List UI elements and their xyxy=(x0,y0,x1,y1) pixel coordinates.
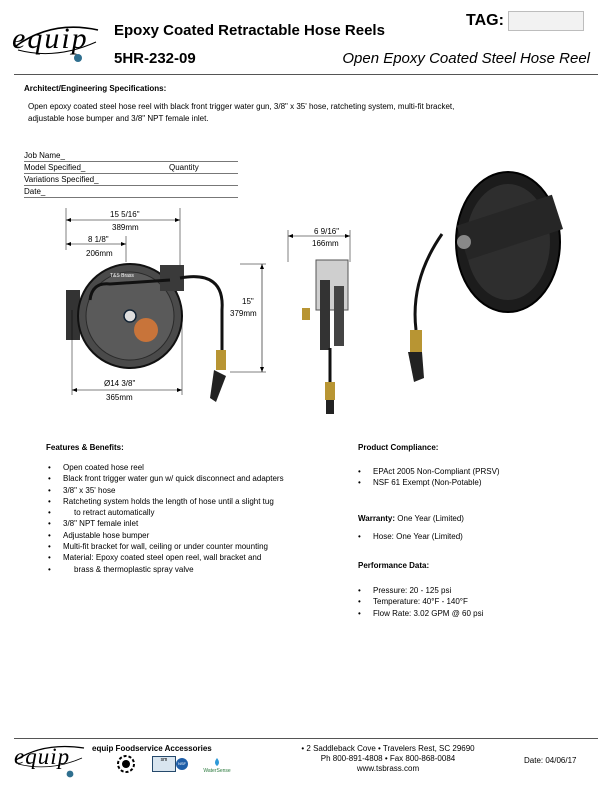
date-field[interactable]: Date_ xyxy=(24,186,238,198)
list-item: NSF 61 Exempt (Non-Potable) xyxy=(358,477,588,489)
footer-address: • 2 Saddleback Cove • Travelers Rest, SC… xyxy=(288,744,488,774)
warranty-list: Hose: One Year (Limited) xyxy=(358,531,588,543)
features-list: Open coated hose reel Black front trigge… xyxy=(48,462,348,575)
variations-field[interactable]: Variations Specified_ xyxy=(24,174,238,186)
tag-field[interactable] xyxy=(508,11,584,31)
list-item: Material: Epoxy coated steel open reel, … xyxy=(48,552,348,564)
ul-gear-icon xyxy=(117,755,135,773)
quantity-label: Quantity xyxy=(169,163,199,172)
footer-divider xyxy=(14,738,598,739)
warranty-value: One Year (Limited) xyxy=(395,514,464,523)
list-item: Flow Rate: 3.02 GPM @ 60 psi xyxy=(358,608,588,620)
list-item-continuation: brass & thermoplastic spray valve xyxy=(48,564,348,576)
height-mm-label: 379mm xyxy=(230,309,257,318)
diameter-mm-label: 365mm xyxy=(106,393,133,402)
footer-logo-swoosh-icon xyxy=(15,745,85,778)
spec-line: Open epoxy coated steel hose reel with b… xyxy=(28,102,455,111)
spec-body: Open epoxy coated steel hose reel with b… xyxy=(28,101,528,125)
offset-mm-label: 206mm xyxy=(86,249,113,258)
width-in-label: 15 5/16" xyxy=(110,210,140,219)
depth-mm-label: 166mm xyxy=(312,239,339,248)
equip-logo: equip xyxy=(12,16,100,64)
job-name-label: Job Name_ xyxy=(24,151,65,160)
depth-in-label: 6 9/16" xyxy=(314,227,339,236)
page-title: Epoxy Coated Retractable Hose Reels xyxy=(114,22,385,39)
list-item: 3/8" NPT female inlet xyxy=(48,518,348,530)
performance-heading: Performance Data: xyxy=(358,561,430,570)
list-item-continuation: to retract automatically xyxy=(48,507,348,519)
offset-in-label: 8 1/8" xyxy=(88,235,109,244)
watersense-badge: WaterSense xyxy=(202,758,232,774)
variations-label: Variations Specified_ xyxy=(24,175,99,184)
list-item-text: to retract automatically xyxy=(74,508,155,518)
list-item: Multi-fit bracket for wall, ceiling or u… xyxy=(48,541,348,553)
model-number: 5HR-232-09 xyxy=(114,50,196,67)
width-mm-label: 389mm xyxy=(112,223,139,232)
footer-logo: equip xyxy=(14,738,85,782)
list-item: 3/8" x 35' hose xyxy=(48,485,348,497)
spec-heading: Architect/Engineering Specifications: xyxy=(24,84,167,93)
front-view: 15 5/16" 389mm 8 1/8" 206mm T&S Brass 15… xyxy=(65,208,266,402)
product-subtitle: Open Epoxy Coated Steel Hose Reel xyxy=(342,50,590,67)
performance-list: Pressure: 20 - 125 psi Temperature: 40°F… xyxy=(358,585,588,619)
list-item: Open coated hose reel xyxy=(48,462,348,474)
compliance-heading: Product Compliance: xyxy=(358,443,439,452)
diameter-in-label: Ø14 3/8" xyxy=(104,379,135,388)
phone-line: Ph 800-891-4808 • Fax 800-868-0084 xyxy=(320,754,456,763)
spec-line: adjustable hose bumper and 3/8" NPT fema… xyxy=(28,114,209,123)
reel-brand-label: T&S Brass xyxy=(110,273,134,279)
list-item: Black front trigger water gun w/ quick d… xyxy=(48,473,348,485)
footer-logo-text: equip xyxy=(14,744,71,769)
list-item-text: brass & thermoplastic spray valve xyxy=(74,564,194,574)
list-item: Adjustable hose bumper xyxy=(48,530,348,542)
list-item: Temperature: 40°F - 140°F xyxy=(358,596,588,608)
iso-view xyxy=(408,171,564,382)
list-item: Pressure: 20 - 125 psi xyxy=(358,585,588,597)
job-form: Job Name_ Model Specified_ Quantity Vari… xyxy=(24,150,238,198)
compliance-list: EPAct 2005 Non-Compliant (PRSV) NSF 61 E… xyxy=(358,466,588,489)
revision-date: Date: 04/06/17 xyxy=(524,756,577,765)
date-label: Date_ xyxy=(24,187,46,196)
water-drop-icon xyxy=(215,758,219,766)
list-item: EPAct 2005 Non-Compliant (PRSV) xyxy=(358,466,588,478)
list-item: Ratcheting system holds the length of ho… xyxy=(48,496,348,508)
logo-text: equip xyxy=(12,22,89,55)
website-link[interactable]: www.tsbrass.com xyxy=(356,764,420,773)
height-in-label: 15" xyxy=(242,297,254,306)
list-item: Hose: One Year (Limited) xyxy=(358,531,588,543)
sm-badge: sm xyxy=(152,756,176,772)
job-name-field[interactable]: Job Name_ xyxy=(24,150,238,162)
footer-brand: equip Foodservice Accessories xyxy=(92,744,212,753)
header-divider xyxy=(14,74,598,75)
tag-label: TAG: xyxy=(466,12,504,29)
model-specified-field[interactable]: Model Specified_ Quantity xyxy=(24,162,238,174)
side-view: 6 9/16" 166mm xyxy=(287,227,351,414)
logo-swoosh-icon xyxy=(15,26,99,62)
nsf-badge: NSF xyxy=(176,758,188,770)
product-drawing: 15 5/16" 389mm 8 1/8" 206mm T&S Brass 15… xyxy=(65,171,564,414)
features-heading: Features & Benefits: xyxy=(46,443,124,452)
warranty-line: Warranty: One Year (Limited) xyxy=(358,514,464,523)
warranty-label: Warranty: xyxy=(358,514,396,523)
address-line: • 2 Saddleback Cove • Travelers Rest, SC… xyxy=(301,744,475,753)
model-specified-label: Model Specified_ xyxy=(24,163,86,172)
